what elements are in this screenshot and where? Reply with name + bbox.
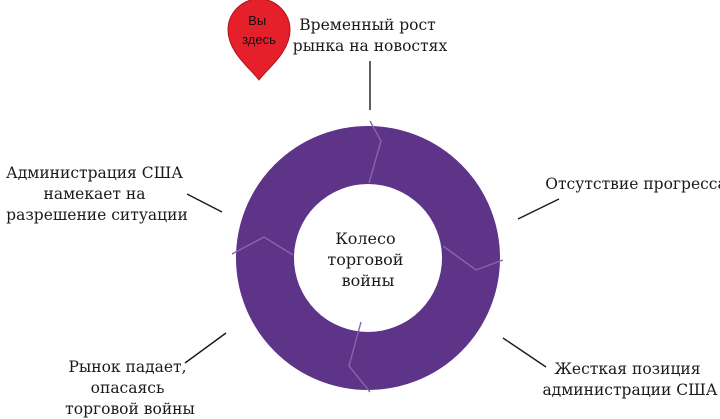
stage-label-line: администрации США — [542, 381, 717, 399]
pin-label-line-2: здесь — [242, 32, 276, 47]
stage-label-line: рынка на новостях — [293, 37, 448, 55]
map-pin-icon — [227, 0, 291, 81]
stage-label-rally: Временный рост рынка на новостях — [293, 16, 448, 55]
you-are-here-pin: Вы здесь — [227, 0, 291, 81]
pin-label: Вы здесь — [242, 13, 276, 47]
stage-label-line: намекает на — [44, 185, 146, 203]
stage-label-line: Администрация США — [6, 164, 183, 182]
stage-label-line: опасаясь — [91, 379, 165, 397]
seam-left — [231, 236, 294, 256]
stage-label-line: Отсутствие прогресса — [545, 175, 720, 193]
stage-label-line: Временный рост — [299, 16, 435, 34]
connector-lines — [184, 61, 560, 368]
stage-label-hints-resolution: Администрация США намекает на разрешение… — [6, 164, 188, 224]
pin-label-line-1: Вы — [248, 13, 266, 28]
wheel-seams — [231, 120, 504, 393]
seam-right — [442, 245, 504, 271]
stage-label-market-falls: Рынок падает, опасаясь торговой войны — [65, 358, 195, 418]
connector-hints-resolution — [186, 193, 223, 213]
stage-label-tough-stance: Жесткая позиция администрации США — [542, 360, 717, 399]
connector-no-progress — [517, 198, 560, 220]
stage-label-line: Жесткая позиция — [555, 360, 701, 378]
center-line-1: Колесо — [335, 229, 395, 248]
stage-label-no-progress: Отсутствие прогресса — [545, 175, 720, 193]
connector-market-falls — [184, 332, 227, 364]
stage-label-line: Рынок падает, — [68, 358, 186, 376]
connector-tough-stance — [502, 337, 547, 368]
wheel-center-label: Колесо торговой войны — [327, 229, 408, 290]
wheel-ring — [236, 126, 500, 390]
center-line-2: торговой — [327, 250, 403, 269]
seam-bottom — [348, 321, 371, 393]
stage-label-line: разрешение ситуации — [6, 206, 188, 224]
center-line-3: войны — [342, 271, 395, 290]
seam-top — [368, 120, 382, 184]
stage-label-line: торговой войны — [65, 400, 195, 418]
